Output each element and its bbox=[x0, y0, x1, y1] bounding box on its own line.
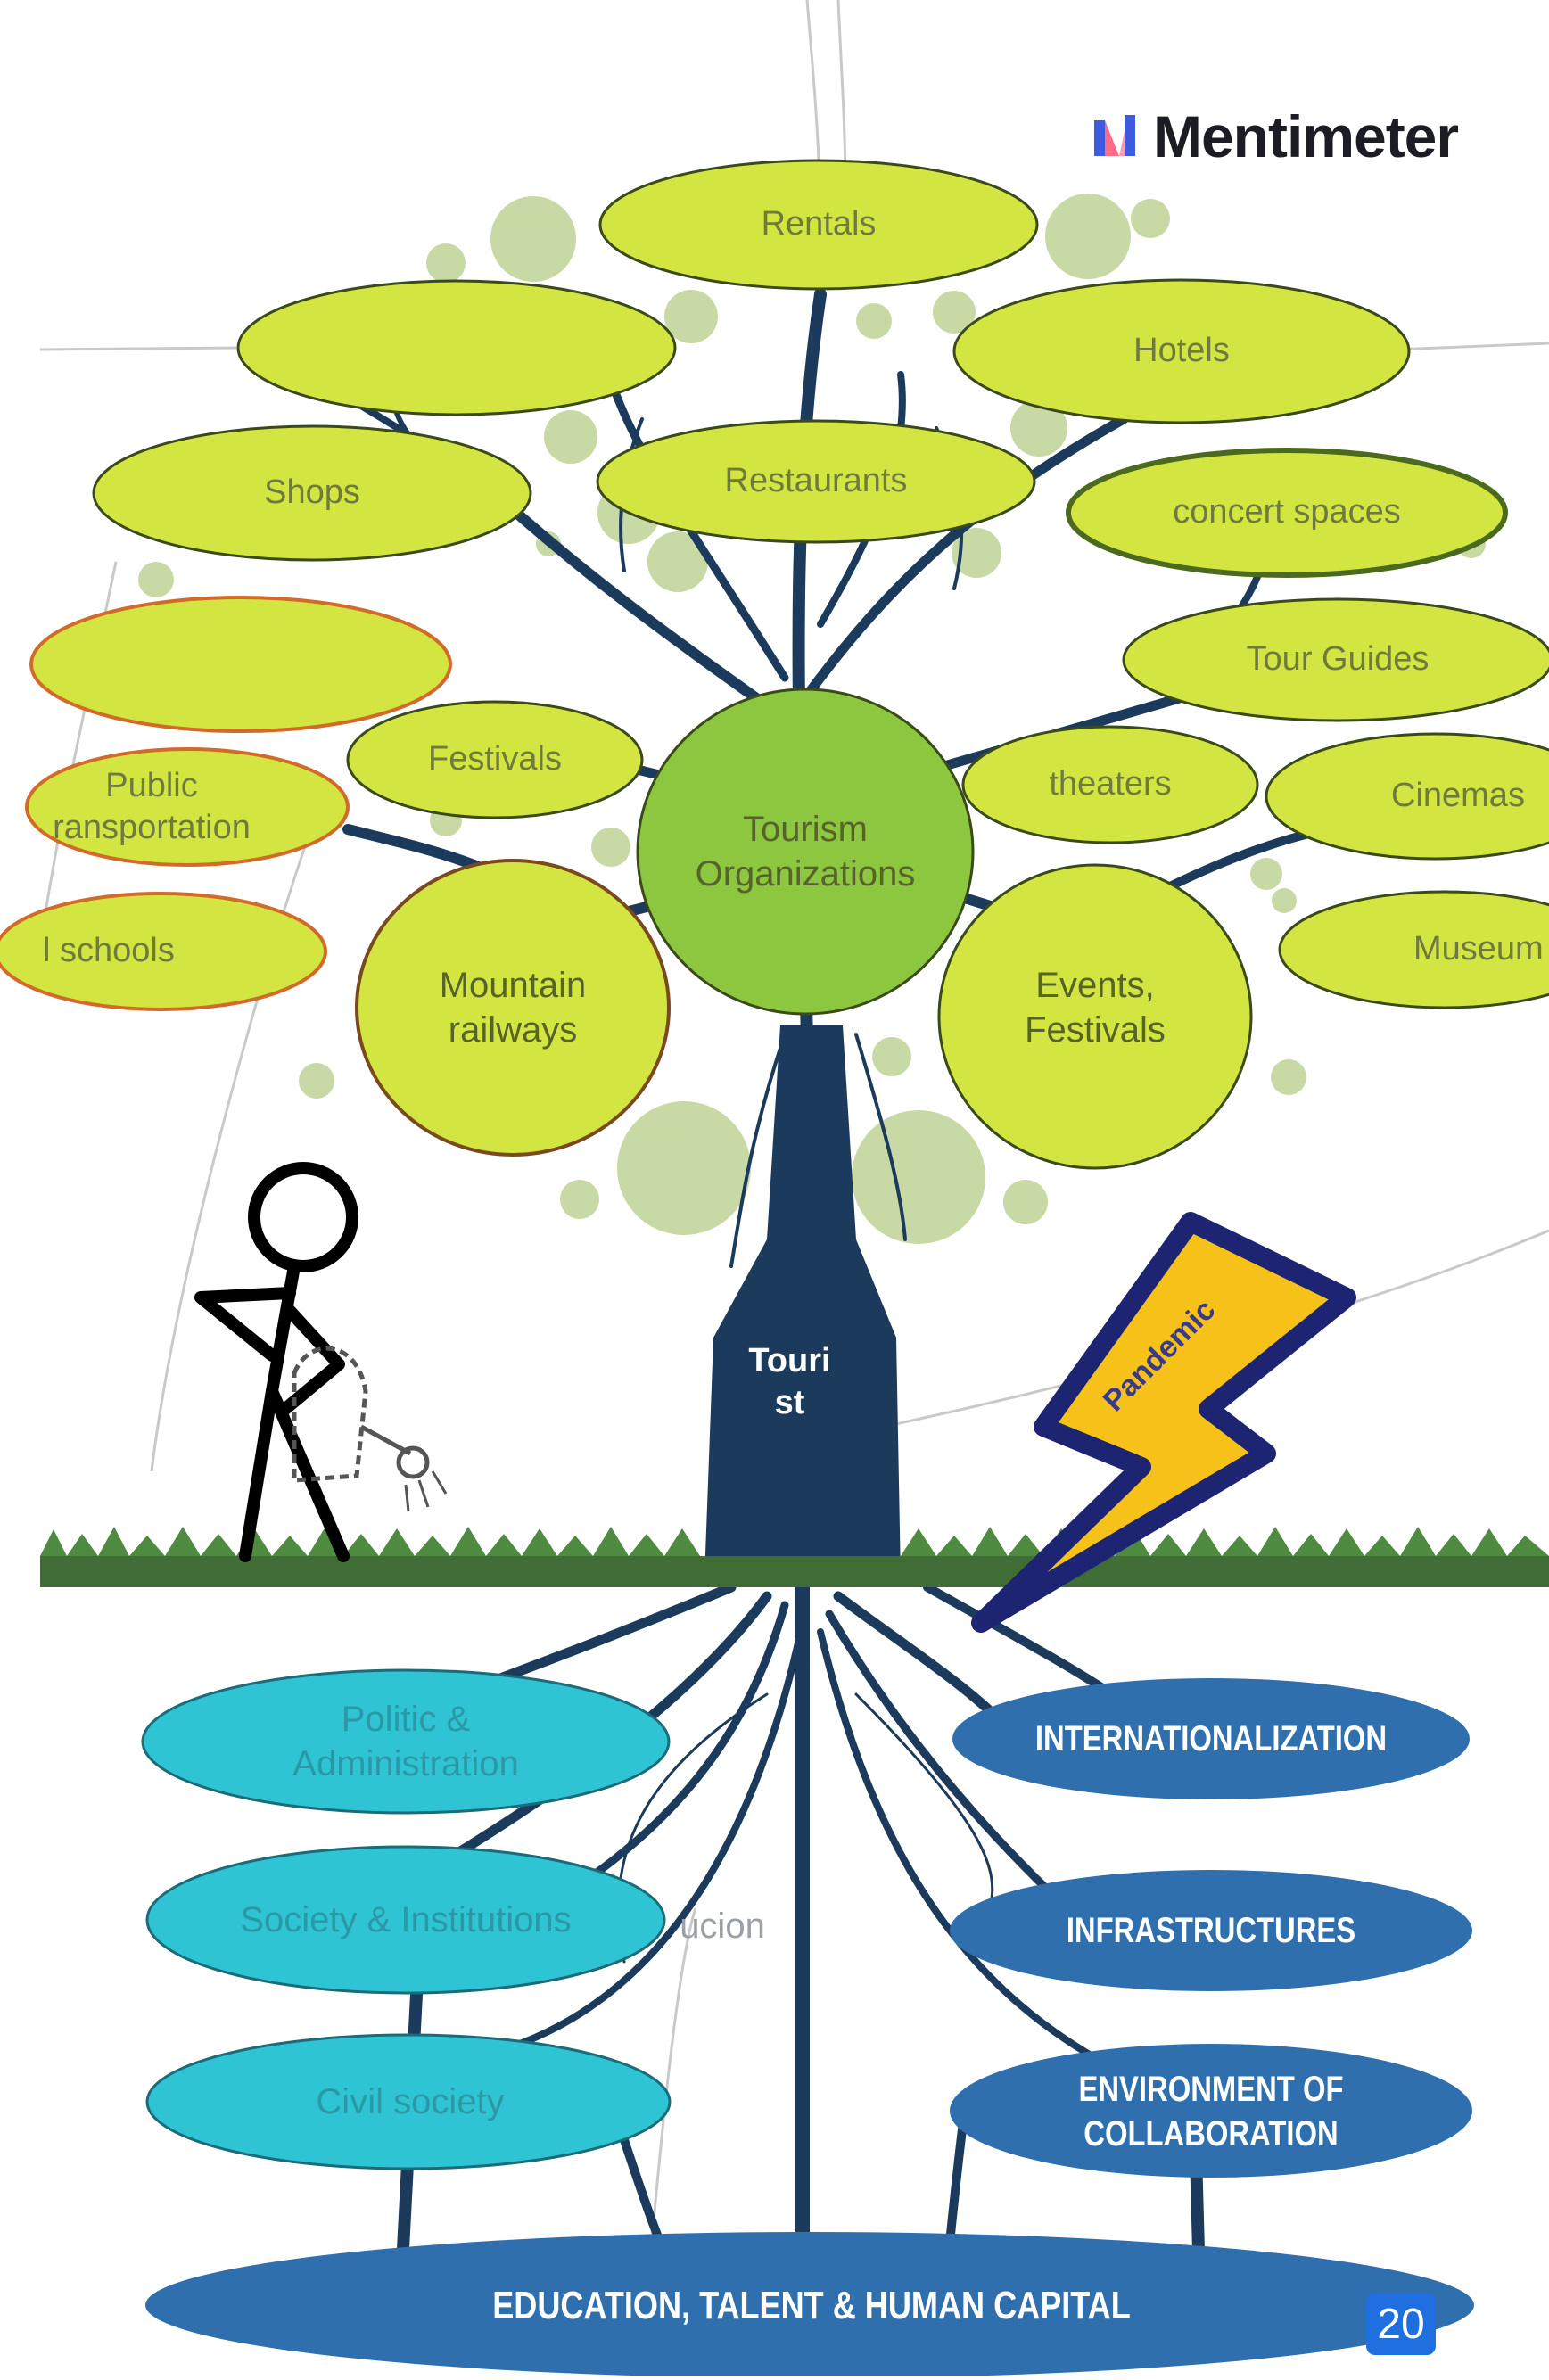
root-civil-society bbox=[145, 2033, 672, 2170]
root-ovals bbox=[141, 1668, 1474, 2378]
root-label-infrastructures: INFRASTRUCTURES bbox=[1066, 1911, 1356, 1950]
page-number-badge: 20 bbox=[1366, 2293, 1436, 2355]
leaf-label-rentals: Rentals bbox=[761, 205, 877, 243]
leaf-label-events-festivals: Events, Festivals bbox=[1025, 966, 1166, 1050]
leaf-label-museums: Museum bbox=[1413, 930, 1544, 968]
leaf-label-hotels: Hotels bbox=[1133, 332, 1230, 370]
root-society-institutions bbox=[145, 1845, 666, 1995]
leaf-restaurants bbox=[596, 419, 1036, 544]
leaves bbox=[0, 159, 1549, 1170]
root-label-internationalization: INTERNATIONALIZATION bbox=[1034, 1719, 1388, 1758]
root-label-hidden-fragment: ucion bbox=[680, 1906, 765, 1946]
gardener-figure bbox=[194, 1162, 358, 1562]
leaf-tour-guides bbox=[1122, 597, 1549, 722]
leaf-label-festivals: Festivals bbox=[428, 740, 562, 778]
leaf-schools bbox=[0, 892, 327, 1011]
root-environment-collaboration bbox=[950, 2044, 1472, 2178]
leaf-label-shops: Shops bbox=[264, 474, 360, 512]
leaf-public-transportation bbox=[25, 747, 350, 867]
root-politic-administration bbox=[141, 1668, 671, 1815]
leaf-theaters bbox=[961, 725, 1259, 844]
mentimeter-logo-icon bbox=[1094, 115, 1135, 156]
leaf-label-schools: l schools bbox=[43, 932, 175, 970]
leaf-label-public-transportation: Public ransportation bbox=[53, 766, 251, 847]
leaf-unlabeled bbox=[236, 279, 677, 416]
root-label-environment-collaboration: ENVIRONMENT OF COLLABORATION bbox=[1078, 2070, 1344, 2154]
trunk bbox=[704, 1025, 901, 1578]
root-infrastructures bbox=[950, 1870, 1472, 1991]
leaf-mountain-railways bbox=[355, 859, 671, 1157]
root-label-society-institutions: Society & Institutions bbox=[240, 1900, 572, 1939]
leaf-label-tour-guides: Tour Guides bbox=[1246, 640, 1430, 679]
root-label-education: EDUCATION, TALENT & HUMAN CAPITAL bbox=[492, 2283, 1131, 2327]
leaf-rentals bbox=[598, 159, 1039, 291]
leaf-festivals bbox=[346, 700, 644, 819]
leaf-left-cut bbox=[29, 596, 452, 733]
brand-name: Mentimeter bbox=[1153, 103, 1459, 169]
mentimeter-logo: Mentimeter bbox=[1092, 103, 1459, 169]
leaf-cinemas bbox=[1265, 732, 1549, 861]
watering-can-icon bbox=[292, 1346, 448, 1512]
trunk-label-box bbox=[729, 1329, 850, 1436]
lightning-bolt-icon bbox=[971, 1212, 1356, 1633]
leaf-hotels bbox=[952, 278, 1411, 424]
leaf-label-tourism-organizations: Tourism Organizations bbox=[695, 810, 916, 894]
leaf-events-festivals bbox=[937, 863, 1253, 1170]
leaf-label-mountain-railways: Mountain railways bbox=[439, 966, 587, 1050]
leaf-concert-spaces bbox=[1066, 448, 1508, 578]
root-education bbox=[145, 2232, 1474, 2378]
leaf-label-concert-spaces: concert spaces bbox=[1173, 493, 1401, 531]
root-label-politic-administration: Politic & Administration bbox=[292, 1699, 519, 1783]
leaf-label-cinemas: Cinemas bbox=[1391, 777, 1525, 815]
leaf-tourism-organizations bbox=[636, 688, 975, 1016]
grass bbox=[40, 1527, 1549, 1587]
leaf-label-theaters: theaters bbox=[1049, 765, 1172, 803]
root-label-civil-society: Civil society bbox=[316, 2082, 505, 2121]
leaf-label-restaurants: Restaurants bbox=[724, 462, 908, 500]
root-internationalization bbox=[952, 1678, 1470, 1799]
canopy-dots bbox=[138, 194, 1486, 1244]
leaf-shops bbox=[92, 424, 532, 562]
trunk-label: Touri st bbox=[748, 1341, 831, 1422]
leaf-museums bbox=[1278, 890, 1549, 1009]
